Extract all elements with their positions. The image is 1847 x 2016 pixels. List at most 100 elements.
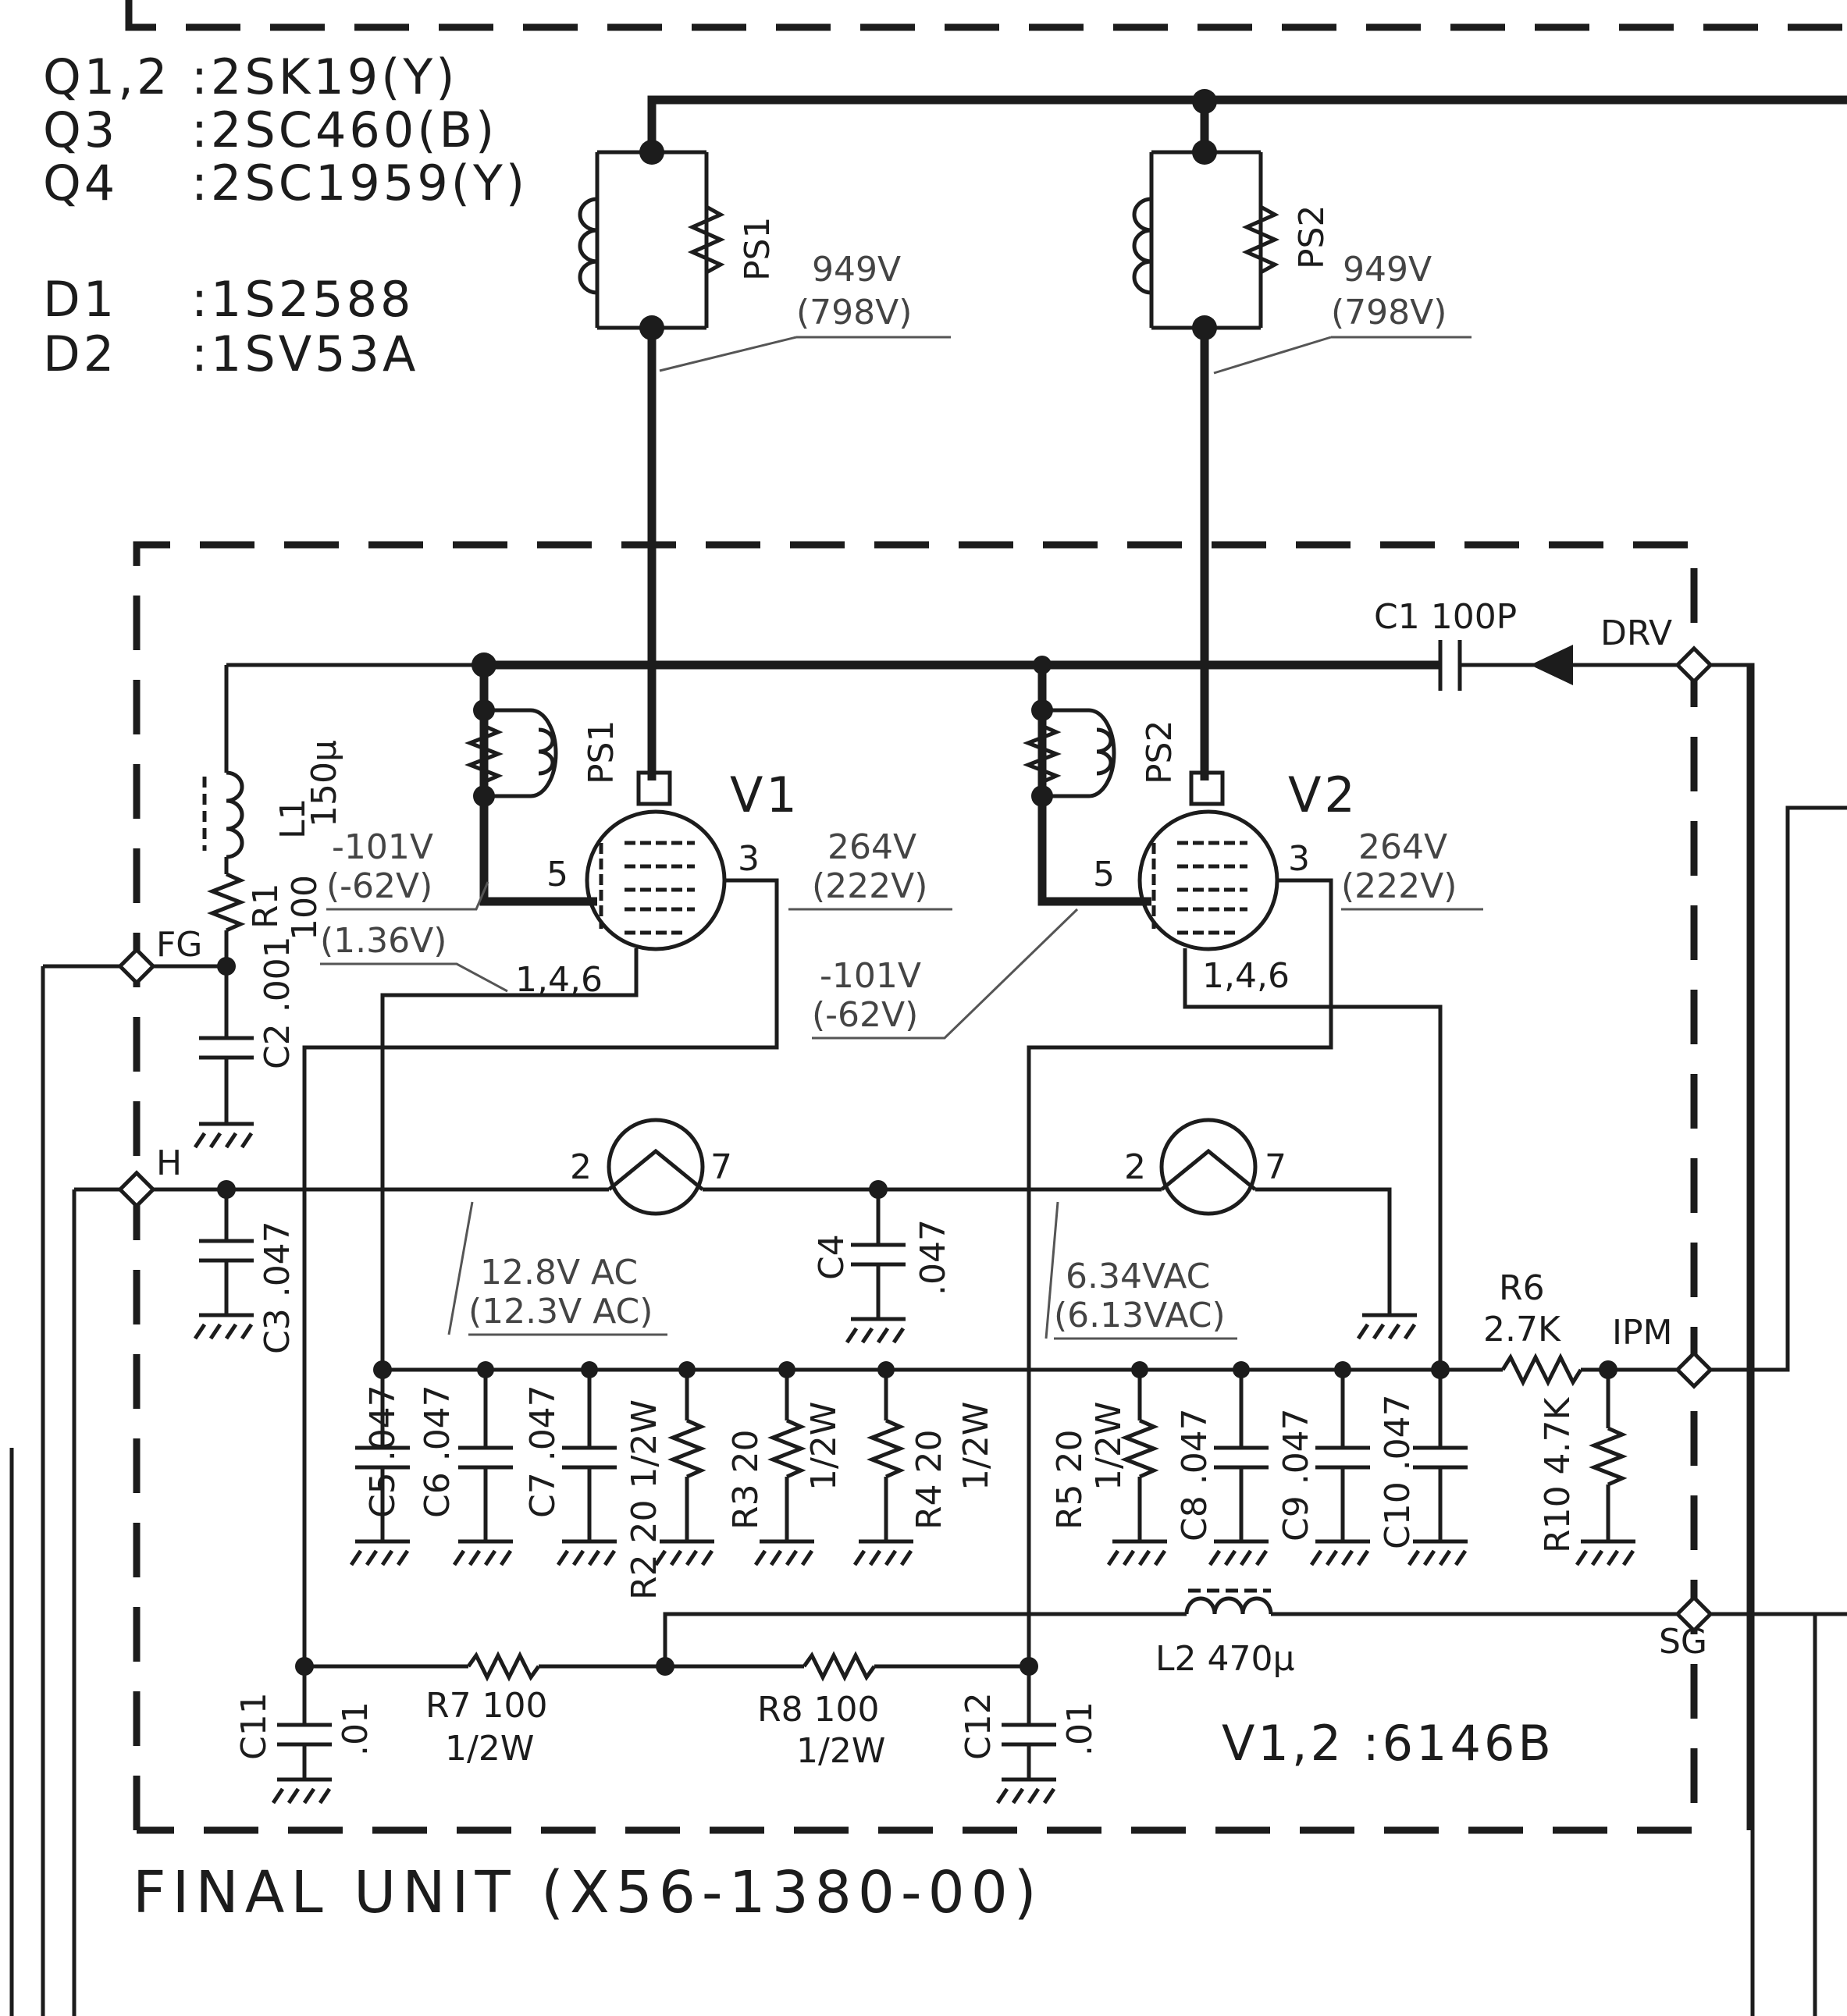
tube-v2-label: V2 xyxy=(1288,766,1358,823)
heater-v2 xyxy=(1159,1118,1258,1216)
terminal-sg[interactable] xyxy=(1674,1595,1714,1634)
v1-pin-heater-b: 7 xyxy=(710,1147,732,1187)
v2-screen-voltage-tx: 264V xyxy=(1358,827,1447,867)
screen-supply: SG L2 470µ R7 100 1/2W R8 100 1/2W C11 .… xyxy=(234,1588,1817,2016)
grid-coil-2 xyxy=(1088,708,1116,798)
c7-ground-symbol xyxy=(556,1539,617,1566)
v1-grid-voltage-tx: -101V xyxy=(332,827,433,867)
r5-watt: 1/2W xyxy=(1089,1402,1129,1491)
c1-capacitor xyxy=(1438,640,1462,691)
l1-value: 150µ xyxy=(304,740,344,827)
terminal-ipm-label: IPM xyxy=(1612,1313,1672,1353)
c12-capacitor xyxy=(1002,1723,1056,1747)
tube-v2: V2 5 3 1,4,6 xyxy=(1027,766,1443,1666)
heater-voltage-1-rx: (12.3V AC) xyxy=(468,1292,653,1332)
r4-label: R4 20 xyxy=(909,1429,949,1530)
part-ref-d1: D1 xyxy=(43,271,117,328)
c4-label: C4 xyxy=(812,1234,852,1280)
plate-resistor-2 xyxy=(1241,204,1280,275)
hv-bus xyxy=(647,95,1847,152)
r4-resistor xyxy=(867,1418,906,1479)
v1-grid-voltage-rx: (-62V) xyxy=(326,866,432,906)
c9-capacitor xyxy=(1315,1445,1370,1470)
l2-label: L2 470µ xyxy=(1155,1639,1294,1679)
c3-label: C3 .047 xyxy=(258,1221,297,1354)
grid-choke-1-label: PS1 xyxy=(582,720,621,784)
r5-resistor xyxy=(1120,1418,1159,1479)
r8-watt: 1/2W xyxy=(796,1731,885,1771)
c4-value: .047 xyxy=(913,1219,953,1296)
c11-capacitor xyxy=(277,1723,332,1747)
c5-capacitor xyxy=(355,1445,410,1470)
terminal-ipm[interactable] xyxy=(1674,1350,1714,1389)
v2-grid-voltage-rx: (-62V) xyxy=(812,995,918,1035)
c7-capacitor xyxy=(562,1445,617,1470)
c9-label: C9 .047 xyxy=(1276,1408,1316,1541)
c5-label: C5 .047 xyxy=(363,1385,403,1518)
v1-pin-cathode: 1,4,6 xyxy=(515,960,603,1000)
c8-ground-symbol xyxy=(1208,1539,1269,1566)
tube-type-label: V1,2 :6146B xyxy=(1222,1715,1554,1772)
c3-capacitor xyxy=(199,1239,254,1263)
plate-resistor-1 xyxy=(687,204,726,275)
r3-label: R3 20 xyxy=(726,1429,766,1530)
c11-value: .01 xyxy=(336,1701,375,1756)
grid-circuit: PS1 PS2 xyxy=(464,665,1180,906)
c10-capacitor xyxy=(1413,1445,1468,1470)
part-ref-q4: Q4 xyxy=(43,155,118,212)
plate-choke-1-label: PS1 xyxy=(738,217,778,281)
c10-ground-symbol xyxy=(1407,1539,1468,1566)
drive-circuit: C1 100P DRV L1 150µ R1 100 FG C2 .001 xyxy=(41,597,1755,2016)
upper-unit-border xyxy=(125,0,1847,31)
c10-label: C10 .047 xyxy=(1378,1394,1418,1549)
l1-label: L1 xyxy=(273,798,313,839)
plate-choke-2-label: PS2 xyxy=(1292,205,1332,269)
v2-pin-grid: 5 xyxy=(1093,855,1115,894)
r1-label: R1 xyxy=(246,883,286,929)
plate-coil-1 xyxy=(578,197,598,295)
r7-watt: 1/2W xyxy=(445,1729,534,1769)
plate-circuit: PS1 PS2 949V (798V) 949V (798V) xyxy=(578,89,1847,780)
heater-voltage-1-tx: 12.8V AC xyxy=(480,1253,638,1292)
r2-label: R2 20 1/2W xyxy=(625,1399,664,1600)
r7-resistor xyxy=(466,1651,541,1682)
v2-pin-cathode: 1,4,6 xyxy=(1202,956,1290,996)
terminal-h[interactable] xyxy=(117,1170,156,1209)
v2-grid-voltage-tx: -101V xyxy=(820,956,921,996)
c8-label: C8 .047 xyxy=(1175,1408,1215,1541)
part-value-q3: :2SC460(B) xyxy=(191,101,497,158)
v1-pin-screen: 3 xyxy=(738,839,760,879)
c4-capacitor xyxy=(851,1243,906,1267)
grid-coil-1 xyxy=(530,708,558,798)
heater-v1 xyxy=(607,1118,705,1216)
c12-value: .01 xyxy=(1060,1701,1100,1756)
heater-circuit: H C3 .047 2 7 C4 .047 2 7 12.8V AC (12.3… xyxy=(72,1118,1417,2016)
r6-label: R6 xyxy=(1499,1268,1545,1308)
part-value-q12: :2SK19(Y) xyxy=(191,48,458,105)
c6-ground-symbol xyxy=(452,1539,513,1566)
c11-label: C11 xyxy=(234,1692,274,1760)
v2-pin-heater-b: 7 xyxy=(1265,1147,1286,1187)
part-value-d1: :1S2588 xyxy=(191,271,414,328)
plate-voltage-2-tx: 949V xyxy=(1343,250,1432,290)
terminal-h-label: H xyxy=(156,1143,182,1183)
c1-label: C1 100P xyxy=(1374,597,1517,637)
terminal-drv[interactable] xyxy=(1674,645,1714,684)
c2-capacitor xyxy=(199,1036,254,1060)
part-ref-d2: D2 xyxy=(43,325,117,382)
tube-v1: V1 5 3 1,4,6 xyxy=(302,766,797,1666)
tube-voltages: -101V (-62V) (1.36V) 264V (222V) -101V (… xyxy=(320,827,1483,1040)
r6-resistor xyxy=(1500,1353,1583,1387)
v2-screen-voltage-rx: (222V) xyxy=(1341,866,1457,906)
r3-ground-symbol xyxy=(753,1539,814,1566)
plate-voltage-2-rx: (798V) xyxy=(1331,293,1447,332)
c5-ground-symbol xyxy=(349,1539,410,1566)
drive-arrow xyxy=(1530,645,1573,685)
terminal-fg[interactable] xyxy=(117,947,156,986)
r6-value: 2.7K xyxy=(1483,1310,1561,1349)
part-value-q4: :2SC1959(Y) xyxy=(191,155,528,212)
meter-circuit: R6 2.7K IPM R10 4.7K xyxy=(1483,805,1847,1566)
l2-coil xyxy=(1184,1596,1273,1615)
c6-capacitor xyxy=(458,1445,513,1470)
